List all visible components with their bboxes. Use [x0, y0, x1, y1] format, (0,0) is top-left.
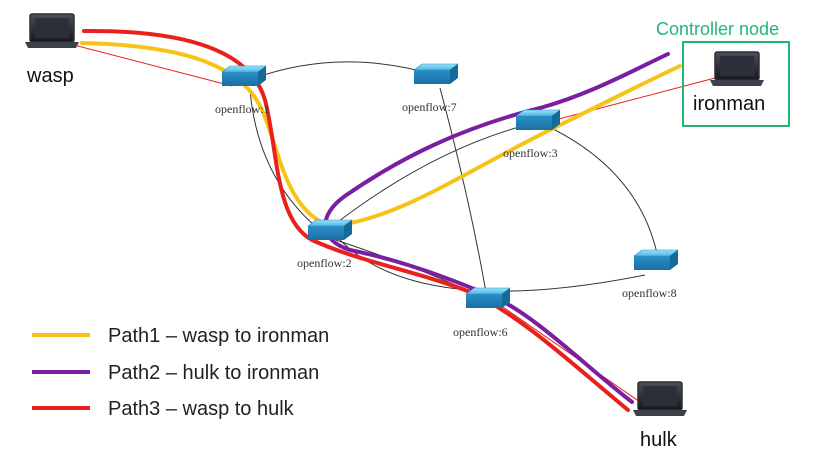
switch-label-openflow-8: openflow:8 [622, 286, 677, 300]
link-wasp-s1 [69, 43, 233, 87]
legend: Path1 – wasp to ironman Path2 – hulk to … [32, 325, 329, 420]
host-label-hulk: hulk [640, 429, 678, 451]
switch-openflow-7[interactable] [413, 63, 459, 84]
path-overlays [80, 28, 682, 412]
host-label-wasp: wasp [26, 65, 74, 87]
link-s3-s8 [544, 124, 659, 259]
link-s1-s7 [254, 61, 433, 79]
switch-label-openflow-1: openflow:1 [215, 102, 270, 116]
legend-label-path2: Path2 – hulk to ironman [108, 362, 319, 384]
legend-label-path1: Path1 – wasp to ironman [108, 325, 329, 347]
link-s7-s6 [439, 87, 488, 299]
switch-label-openflow-3: openflow:3 [503, 146, 558, 160]
switch-label-openflow-7: openflow:7 [402, 100, 457, 114]
switch-openflow-6[interactable] [465, 287, 511, 308]
legend-label-path3: Path3 – wasp to hulk [108, 398, 295, 420]
link-s1-s2 [249, 89, 323, 233]
host-label-ironman: ironman [693, 93, 765, 115]
path2-hulk-ironman [323, 52, 670, 404]
host-ironman[interactable] [710, 51, 764, 86]
switch-label-openflow-2: openflow:2 [297, 256, 352, 270]
switch-openflow-8[interactable] [633, 249, 679, 270]
host-hulk[interactable] [633, 381, 687, 416]
switch-openflow-3[interactable] [515, 109, 561, 130]
switch-openflow-2[interactable] [307, 219, 353, 240]
link-s2-s3 [329, 123, 531, 229]
switch-label-openflow-6: openflow:6 [453, 325, 508, 339]
switch-openflow-1[interactable] [221, 65, 267, 86]
link-hulk-s6 [499, 304, 641, 403]
controller-node-label: Controller node [656, 19, 779, 39]
controller-box [682, 41, 790, 127]
host-wasp[interactable] [25, 13, 79, 48]
